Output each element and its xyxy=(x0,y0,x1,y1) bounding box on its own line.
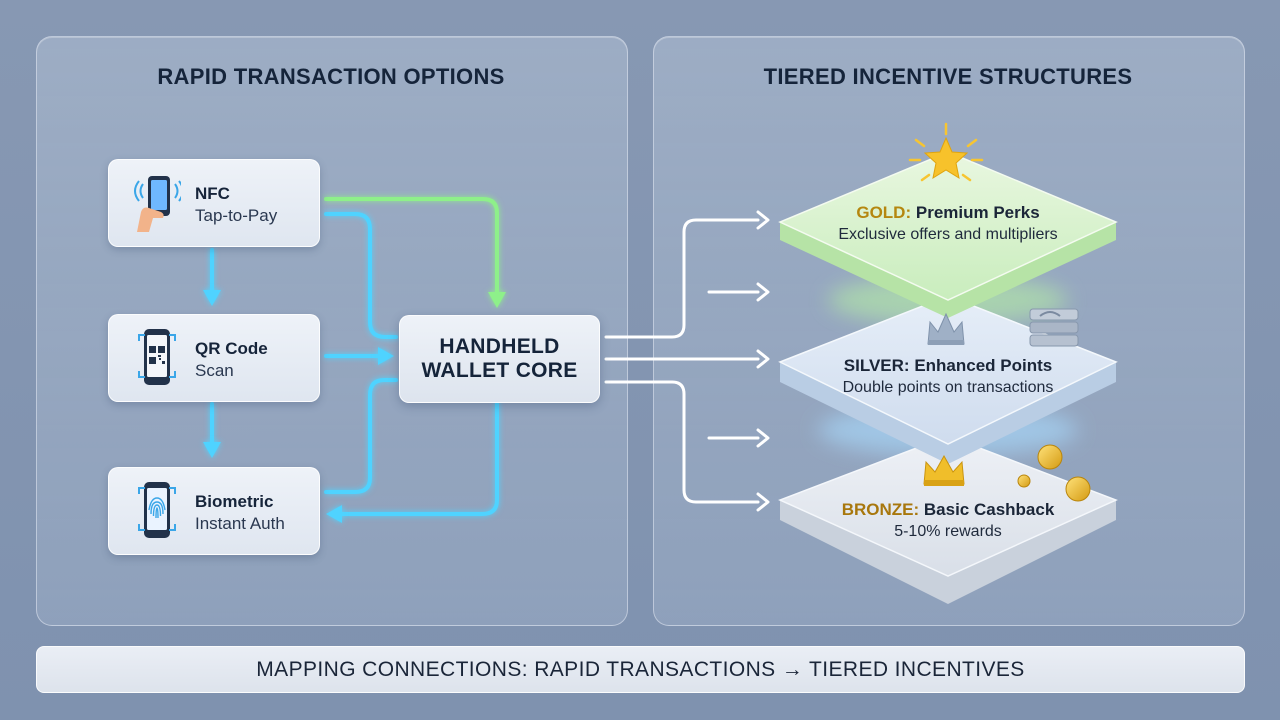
tier-gold[interactable]: GOLD: Premium Perks Exclusive offers and… xyxy=(780,203,1116,244)
tier-gold-name: GOLD: xyxy=(856,203,912,222)
wallet-core-label: HANDHELD WALLET CORE xyxy=(421,335,578,382)
bio-arrowhead xyxy=(326,505,342,523)
left-panel-title: RAPID TRANSACTION OPTIONS xyxy=(157,64,505,89)
nfc-title: NFC xyxy=(195,184,230,203)
qr-down-arrowhead xyxy=(203,442,221,458)
qr-title: QR Code xyxy=(195,339,268,358)
tier-bronze-description: 5-10% rewards xyxy=(894,523,1002,540)
nfc-to-core-connector xyxy=(324,212,398,339)
tier-silver[interactable]: SILVER: Enhanced Points Double points on… xyxy=(780,356,1116,397)
stacked-layers-icon xyxy=(1029,308,1079,347)
qr-subtitle: Scan xyxy=(195,361,234,380)
nfc-down-arrowhead xyxy=(203,290,221,306)
tier-silver-name: SILVER: xyxy=(843,356,910,375)
tier-gold-slab xyxy=(778,151,1118,318)
tier-bronze[interactable]: BRONZE: Basic Cashback 5-10% rewards xyxy=(780,500,1116,541)
biometric-title: Biometric xyxy=(195,492,274,511)
wallet-core-box[interactable]: HANDHELD WALLET CORE xyxy=(399,315,600,403)
footer-bar: MAPPING CONNECTIONS: RAPID TRANSACTIONS … xyxy=(36,646,1245,693)
tier-gold-perk: Premium Perks xyxy=(915,203,1040,222)
core-to-bio-upper-connector xyxy=(324,378,398,494)
tier-silver-heading: SILVER: Enhanced Points xyxy=(780,356,1116,376)
core-to-gold-connector xyxy=(604,218,760,339)
qr-card[interactable]: QR Code Scan xyxy=(108,314,320,402)
star-icon xyxy=(908,122,984,182)
tier-bronze-heading: BRONZE: Basic Cashback xyxy=(780,500,1116,520)
coins-icon xyxy=(1017,444,1091,502)
nfc-card[interactable]: NFC Tap-to-Pay xyxy=(108,159,320,247)
bronze-crown-icon xyxy=(923,454,965,486)
tier-bronze-name: BRONZE: xyxy=(841,500,920,519)
tier-bronze-perk: Basic Cashback xyxy=(923,500,1055,519)
right-panel-title: TIERED INCENTIVE STRUCTURES xyxy=(763,64,1133,89)
tier-bronze-slab xyxy=(778,435,1118,604)
qr-arrowhead xyxy=(378,347,394,365)
nfc-phone-icon xyxy=(134,176,181,232)
tier-silver-description: Double points on transactions xyxy=(842,379,1054,396)
core-to-bronze-connector xyxy=(604,380,760,504)
tier-silver-perk: Enhanced Points xyxy=(914,356,1053,375)
footer-text: MAPPING CONNECTIONS: RAPID TRANSACTIONS … xyxy=(256,657,1025,681)
tier-gold-heading: GOLD: Premium Perks xyxy=(780,203,1116,223)
fingerprint-phone-icon xyxy=(138,482,176,538)
green-arrowhead xyxy=(488,292,506,308)
core-to-bio-lower-connector xyxy=(336,400,499,516)
nfc-to-core-green-connector xyxy=(324,197,499,296)
silver-crown-icon xyxy=(927,312,965,345)
biometric-card[interactable]: Biometric Instant Auth xyxy=(108,467,320,555)
qr-phone-icon xyxy=(138,329,176,385)
biometric-subtitle: Instant Auth xyxy=(195,514,285,533)
tier-gold-description: Exclusive offers and multipliers xyxy=(838,226,1058,243)
nfc-subtitle: Tap-to-Pay xyxy=(195,206,278,225)
